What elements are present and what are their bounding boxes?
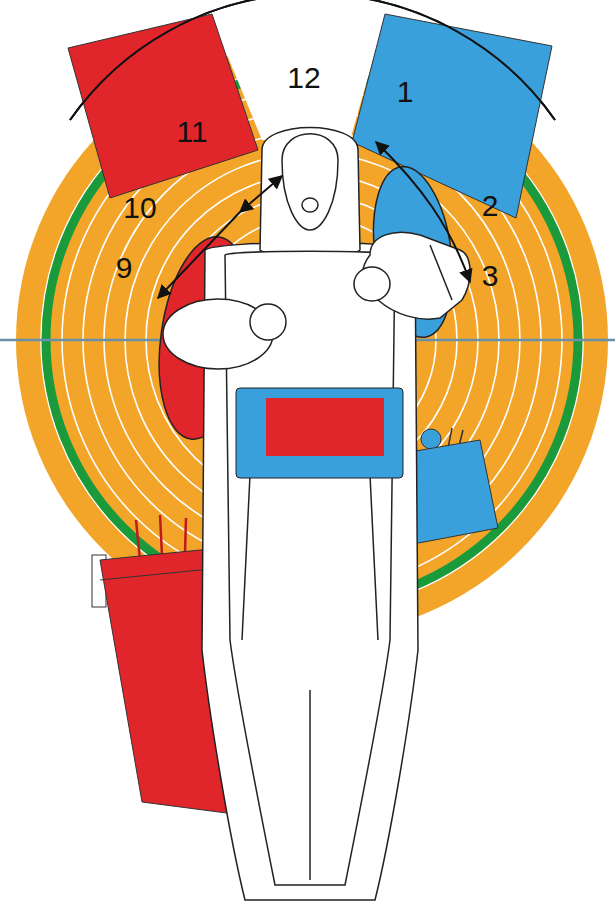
clock-position: 10: [123, 193, 156, 223]
range-arrows: [158, 142, 470, 298]
clock-position: 2: [482, 191, 499, 221]
clock-position: 9: [116, 253, 133, 283]
clock-position: 1: [397, 77, 414, 107]
zone-red: [68, 14, 258, 198]
clock-position: 12: [287, 63, 320, 93]
outer-arc-top: [70, 0, 555, 120]
operator-head: [163, 299, 286, 369]
assistant-head: [354, 232, 470, 319]
clock-position: 11: [176, 117, 207, 147]
clock-position: 3: [482, 261, 499, 291]
chest-inner: [266, 398, 384, 456]
chest-panel: [236, 388, 403, 478]
